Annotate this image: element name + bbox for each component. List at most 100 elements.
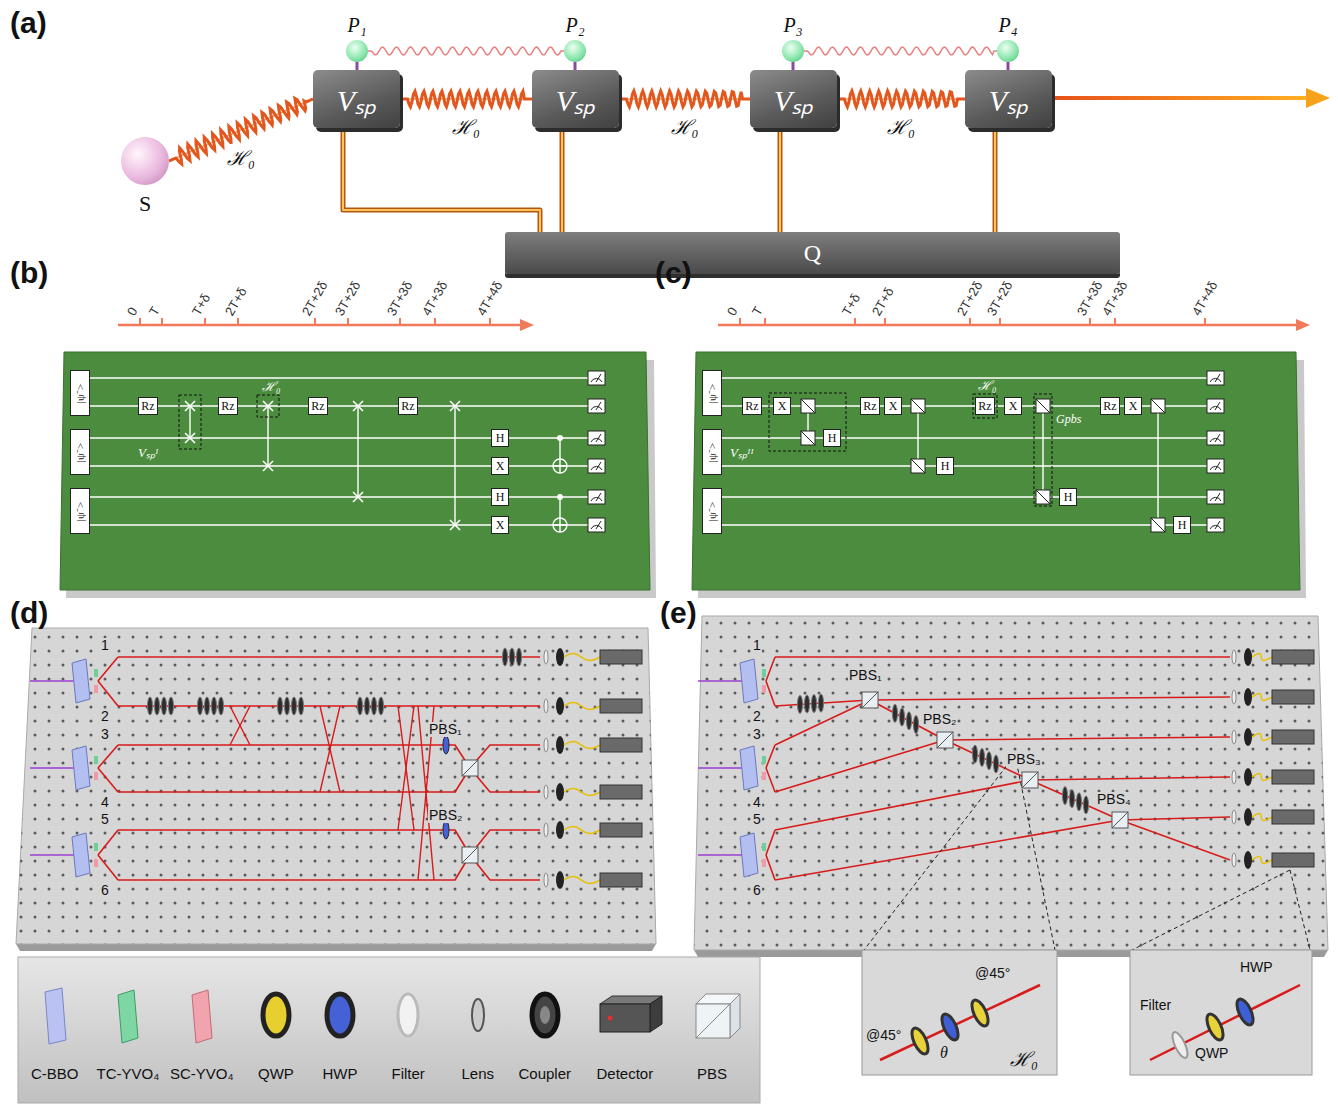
lens [1232, 770, 1236, 784]
connector [837, 91, 965, 107]
swap-beam [398, 706, 414, 830]
component-label: 3 [752, 727, 762, 742]
node-text: P₄ [998, 14, 1017, 37]
qubit-wire [90, 496, 588, 497]
fiber-coupler [556, 783, 564, 801]
probe-circle: P₁ [346, 40, 368, 62]
photon-beam [98, 855, 118, 880]
time-tick-label: 4T+3δ [420, 279, 451, 318]
time-tick-label: 4T+4δ [1190, 279, 1221, 318]
fiber [1252, 734, 1272, 741]
node-text: S [139, 191, 151, 217]
probe-stem [792, 62, 795, 70]
circuit-label: Gpbs [1056, 413, 1081, 426]
connector [793, 62, 794, 70]
legend-icon [192, 990, 212, 1043]
pbs-link [1157, 406, 1158, 525]
meter-needle [1215, 434, 1220, 442]
bbo-crystal [72, 746, 90, 790]
timeline-tick [969, 318, 971, 325]
connector [562, 128, 563, 232]
photon-beam [766, 745, 775, 768]
cnot-control [557, 435, 563, 441]
wave-plate [517, 648, 522, 666]
pbs-link [917, 406, 918, 466]
yvo4-crystal [762, 756, 766, 764]
pbs-diagonal [462, 847, 478, 863]
wave-plate [1077, 793, 1082, 811]
timeline-axis [118, 324, 522, 327]
pbs-cube [937, 732, 953, 748]
pbs-diagonal [1022, 772, 1038, 788]
meter-needle [596, 434, 601, 442]
yvo4-crystal [762, 843, 766, 851]
fiber [1252, 774, 1272, 781]
wave-plate [285, 697, 290, 715]
wave-plate [994, 755, 999, 773]
wave-plate [893, 704, 898, 722]
meter-needle [1215, 493, 1220, 501]
detector [600, 650, 642, 664]
node-text: X [889, 399, 898, 414]
wave-plate [205, 697, 210, 715]
photon-beam [470, 830, 540, 855]
pbs-gate [801, 399, 815, 413]
lens [544, 823, 548, 837]
panel-label: (d) [10, 596, 48, 629]
legend-text: Detector [597, 1066, 654, 1083]
probe-circle: P₄ [997, 40, 1019, 62]
dashed-box [769, 393, 846, 451]
swap-mark [353, 492, 363, 502]
legend-icon [472, 999, 484, 1031]
control-line [343, 128, 540, 232]
photon-beam [118, 855, 470, 880]
meter-needle [1215, 402, 1220, 410]
photon-beam [118, 768, 470, 792]
swap-beam [230, 706, 250, 745]
swap-mark [263, 401, 273, 411]
node-text: H [496, 431, 505, 446]
inset-panel [1130, 950, 1312, 1075]
pump-beam [698, 680, 742, 682]
connector [780, 128, 781, 232]
leader-line [1132, 870, 1290, 950]
wave-plate [980, 748, 985, 766]
pbs-diagonal [911, 399, 925, 413]
cnot-target [553, 459, 567, 473]
swap-mark [353, 492, 363, 502]
symbol-label: ℋ₀ [1010, 1048, 1038, 1070]
legend-icon [45, 988, 66, 1044]
component-label: PBS₂ [922, 712, 957, 727]
gate-box: X [884, 397, 902, 415]
gate-box: Rz [975, 397, 995, 415]
component-label: QWP [1195, 1046, 1228, 1061]
photon-beam [98, 681, 118, 706]
gate-box: Rz [742, 397, 762, 415]
measurement-box [1207, 371, 1224, 385]
time-tick-label: T [750, 304, 766, 318]
lens [1232, 730, 1236, 744]
pbs-diagonal [1036, 399, 1050, 413]
node-text: Vₛₚ [989, 79, 1028, 120]
source-sphere: S [121, 137, 169, 185]
swap-mark [450, 401, 460, 411]
wave-plate [219, 697, 224, 715]
swap-mark [263, 401, 273, 411]
node-text: Rz [311, 399, 324, 414]
measurement-box [1207, 399, 1224, 413]
meter-needle [1215, 521, 1220, 529]
detector [600, 823, 642, 837]
wave-plate [973, 745, 978, 763]
fiber [564, 827, 600, 834]
gate-box: H [1059, 488, 1077, 506]
wave-plate [358, 697, 363, 715]
photon-beam [870, 697, 1230, 700]
bbo-crystal [72, 659, 90, 703]
pbs-cube [462, 760, 478, 776]
node-text: P₂ [565, 14, 584, 37]
fiber [564, 789, 600, 796]
entanglement-wave [804, 47, 997, 55]
legend-text: Lens [462, 1066, 495, 1083]
yvo4-crystal [762, 685, 766, 693]
